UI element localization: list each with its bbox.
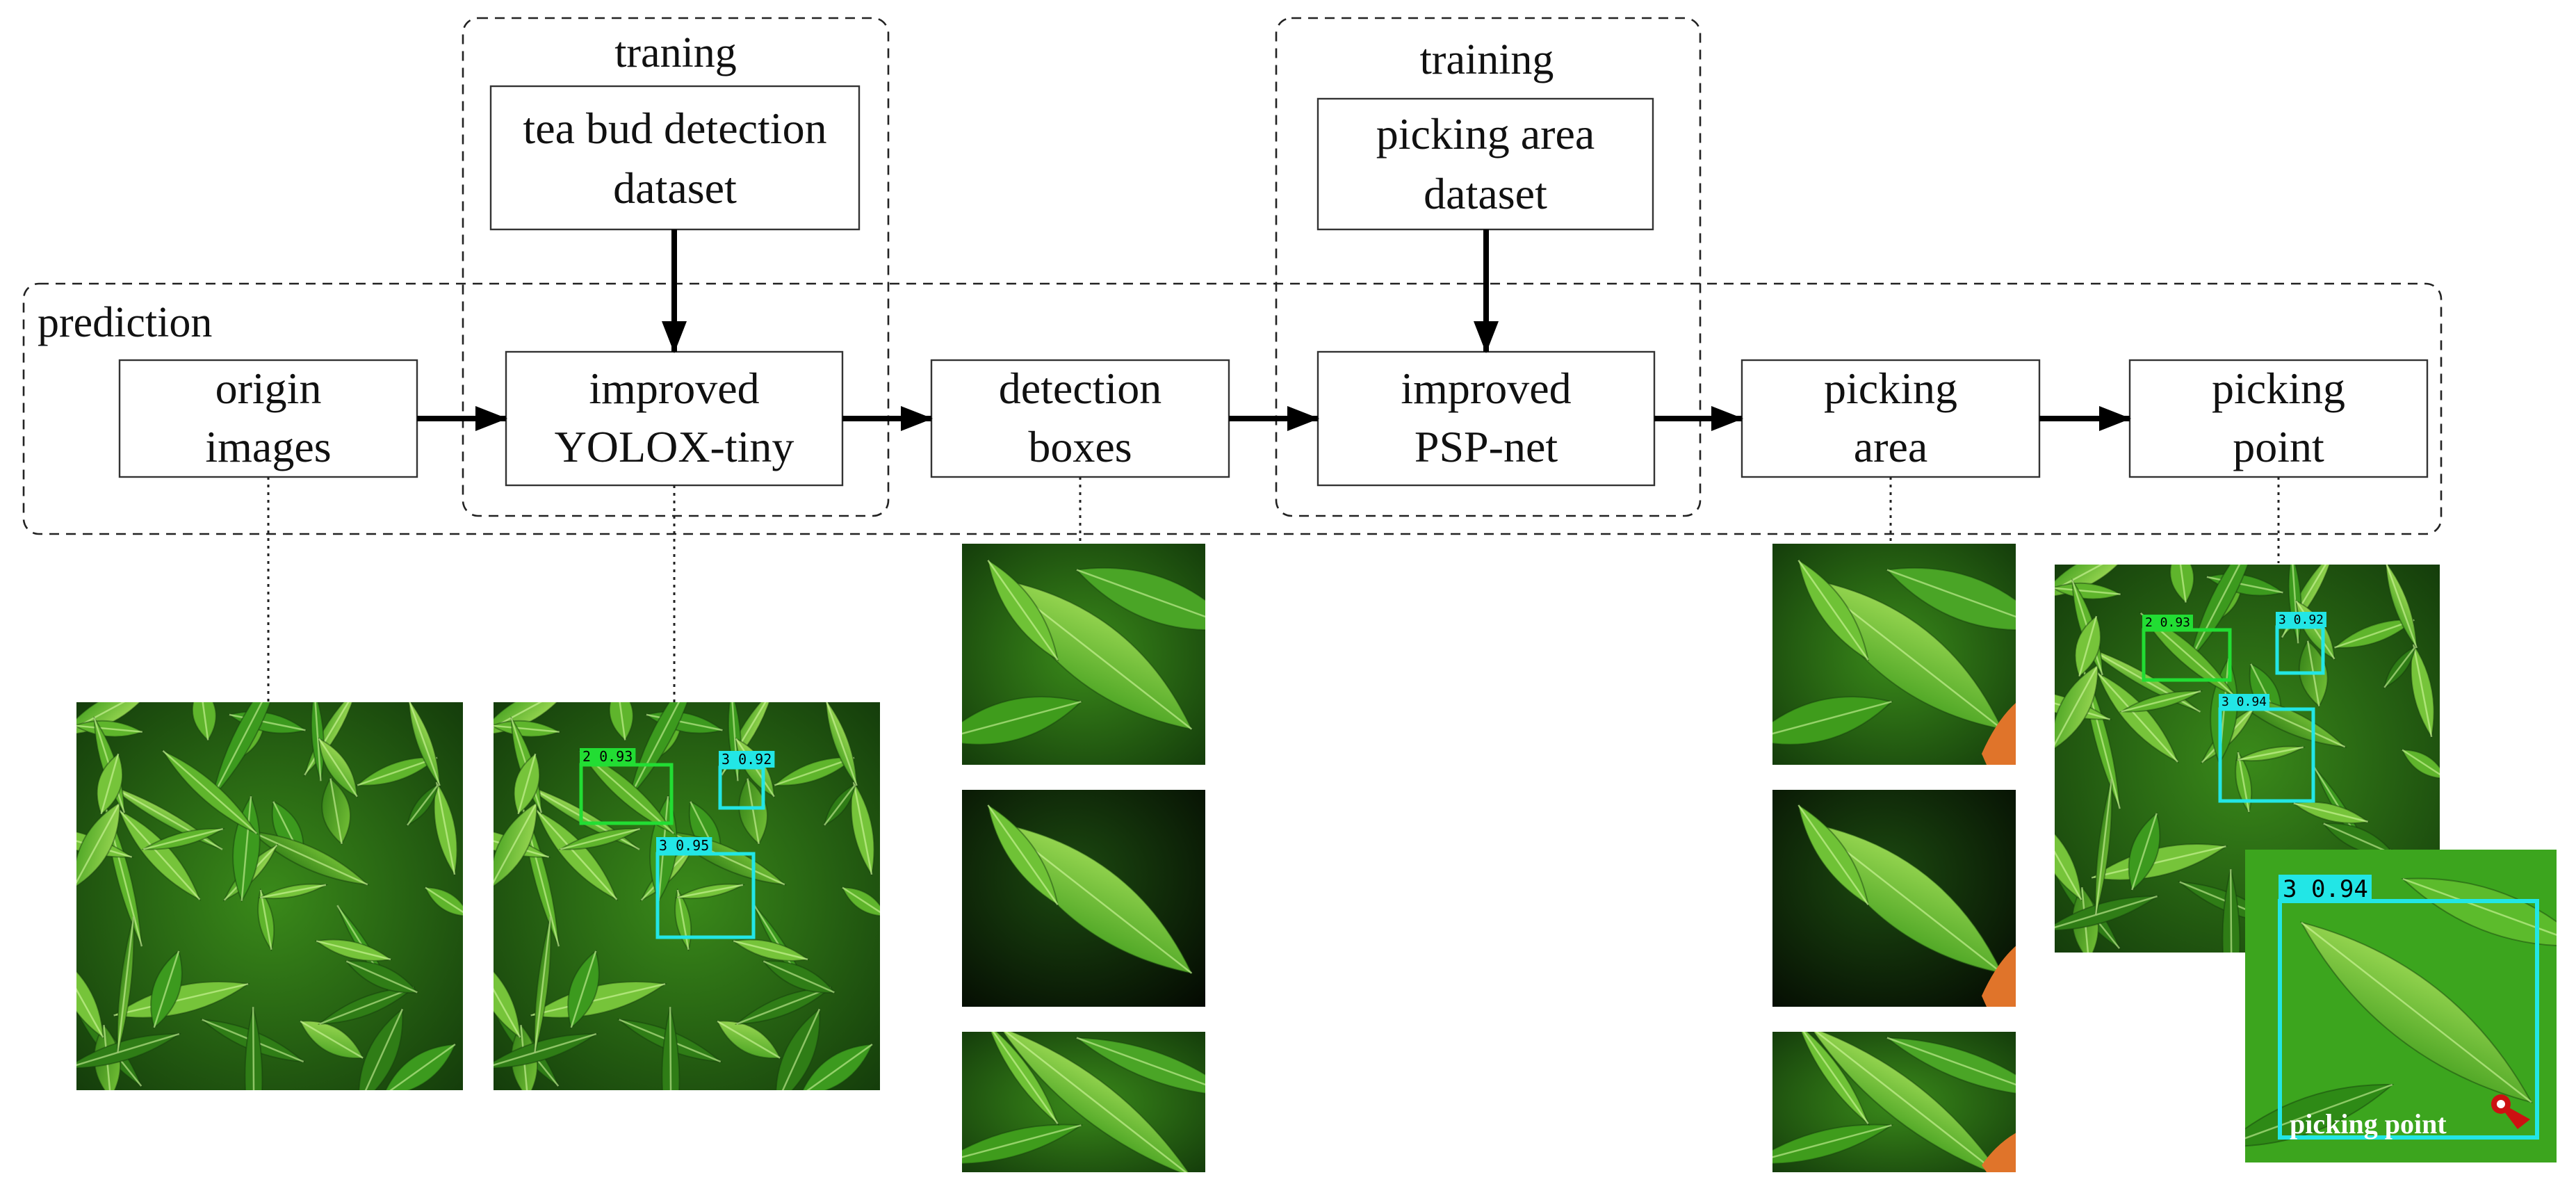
step-pspnet-line2: PSP-net bbox=[1415, 422, 1558, 471]
picking-point-zoom: 3 0.94 picking point bbox=[2245, 850, 2557, 1162]
dataset-picking-area: picking area dataset bbox=[1316, 97, 1654, 231]
picking-point-marker bbox=[2497, 1100, 2505, 1108]
svg-text:3 0.94: 3 0.94 bbox=[2222, 695, 2267, 709]
area-crop-2 bbox=[1772, 790, 2016, 1007]
detection-crop-1 bbox=[962, 544, 1205, 765]
step-pspnet-line1: improved bbox=[1401, 364, 1571, 413]
step-detection-line1: detection bbox=[999, 364, 1162, 413]
dataset-picking-area-line2: dataset bbox=[1424, 169, 1547, 218]
svg-text:2 0.93: 2 0.93 bbox=[2145, 615, 2190, 630]
step-yolox-line1: improved bbox=[589, 364, 759, 413]
step-detection-boxes: detection boxes bbox=[930, 359, 1230, 478]
dataset-tea-bud-line1: tea bud detection bbox=[523, 104, 826, 153]
yolox-output-image: 2 0.93 3 0.92 3 0.95 bbox=[494, 702, 880, 1090]
prediction-label: prediction bbox=[38, 299, 212, 346]
step-area-line2: area bbox=[1854, 422, 1928, 471]
training-frame-right bbox=[1275, 17, 1702, 517]
training-label-left: traning bbox=[614, 29, 737, 76]
dataset-tea-bud: tea bud detection dataset bbox=[489, 85, 861, 231]
step-origin-line2: images bbox=[205, 422, 331, 471]
step-yolox-line2: YOLOX-tiny bbox=[555, 422, 794, 471]
dataset-tea-bud-line2: dataset bbox=[613, 163, 737, 213]
area-crop-3 bbox=[1772, 1032, 2016, 1172]
svg-text:3 0.92: 3 0.92 bbox=[722, 751, 772, 768]
step-area-line1: picking bbox=[1824, 364, 1957, 413]
step-point-line1: picking bbox=[2212, 364, 2345, 413]
step-improved-yolox: improved YOLOX-tiny bbox=[505, 350, 844, 487]
step-improved-pspnet: improved PSP-net bbox=[1316, 350, 1656, 487]
detection-crop-2 bbox=[962, 790, 1205, 1007]
step-detection-line2: boxes bbox=[1028, 422, 1132, 471]
step-origin-line1: origin bbox=[215, 364, 322, 413]
prediction-frame bbox=[22, 282, 2443, 535]
svg-text:3 0.95: 3 0.95 bbox=[659, 837, 709, 854]
step-picking-point: picking point bbox=[2128, 359, 2429, 478]
area-crop-1 bbox=[1772, 544, 2016, 765]
origin-image bbox=[76, 702, 463, 1090]
step-picking-area: picking area bbox=[1741, 359, 2041, 478]
training-label-right: training bbox=[1420, 36, 1554, 83]
picking-point-image: 2 0.93 3 0.92 3 0.94 bbox=[2055, 565, 2440, 953]
step-point-line2: point bbox=[2233, 422, 2324, 471]
svg-text:2 0.93: 2 0.93 bbox=[582, 748, 633, 765]
svg-text:3 0.92: 3 0.92 bbox=[2279, 613, 2324, 627]
zoom-caption: picking point bbox=[2290, 1108, 2447, 1140]
training-frame-left bbox=[462, 17, 890, 517]
zoom-detection-label: 3 0.94 bbox=[2283, 875, 2368, 903]
detection-crop-3 bbox=[962, 1032, 1205, 1172]
dataset-picking-area-line1: picking area bbox=[1376, 109, 1595, 159]
step-origin-images: origin images bbox=[118, 359, 418, 478]
